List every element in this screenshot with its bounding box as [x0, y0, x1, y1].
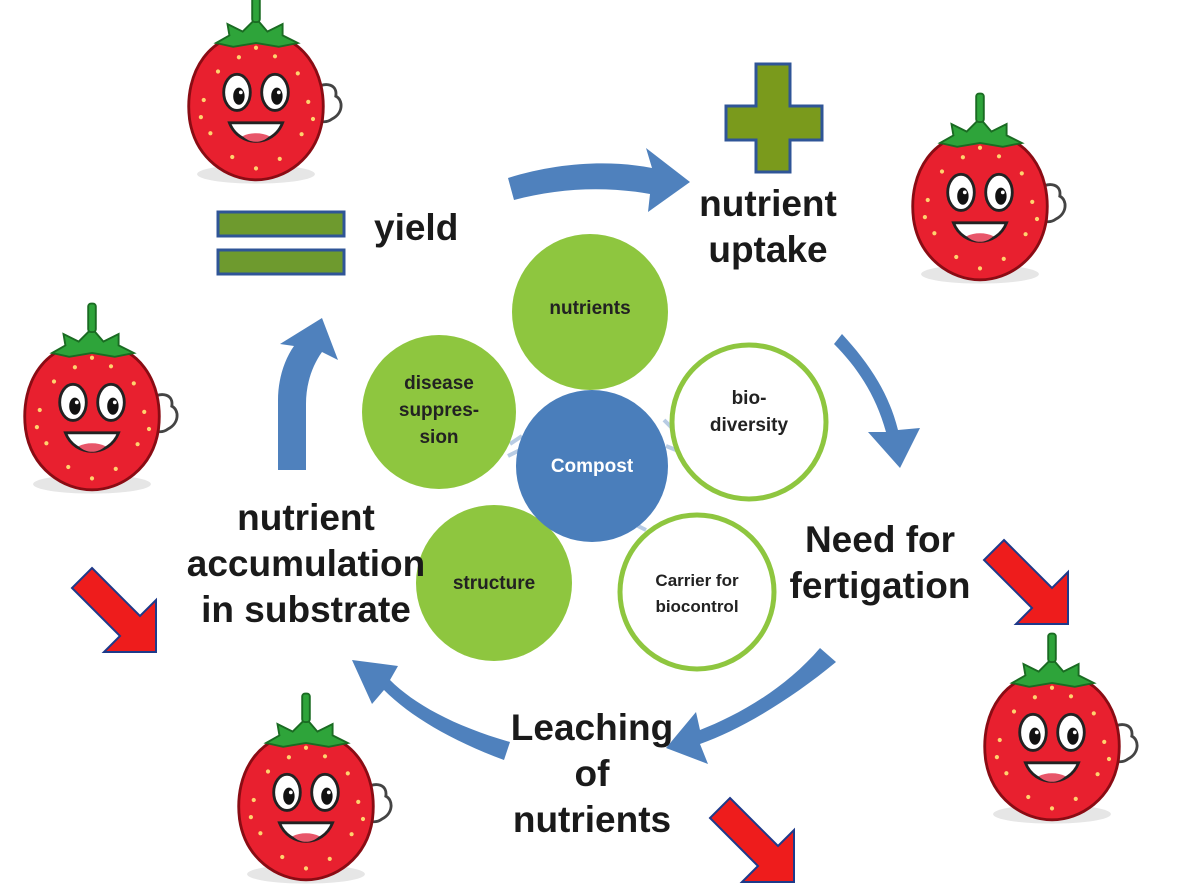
yield-label: yield: [374, 207, 458, 248]
red-down-arrow-icon: [983, 539, 1069, 625]
nutrients-circle: [512, 234, 668, 390]
strawberry-mascot: [23, 302, 179, 496]
compost-label: Compost: [551, 456, 634, 477]
strawberry-mascot: [187, 0, 343, 186]
cycle-arrow-yield-to-uptake: [508, 148, 690, 212]
cycle-arrow-fertigation-to-leaching: [666, 648, 836, 764]
equals-icon: [216, 210, 346, 276]
strawberry-mascot: [911, 92, 1067, 286]
red-down-arrow-icon: [709, 797, 795, 883]
plus-icon: [724, 62, 824, 174]
cycle-arrow-leaching-to-accumulation: [352, 660, 510, 760]
cycle-arrow-uptake-to-fertigation: [834, 334, 920, 468]
disease-suppression-circle: [362, 335, 516, 489]
biodiversity-label: bio-diversity: [710, 388, 789, 436]
nutrients-label: nutrients: [549, 298, 630, 319]
strawberry-mascot: [983, 632, 1139, 826]
structure-label: structure: [453, 573, 535, 594]
structure-circle: [416, 505, 572, 661]
red-down-arrow-icon: [71, 567, 157, 653]
biocontrol-circle: [617, 512, 777, 672]
strawberry-mascot: [237, 692, 393, 886]
biodiversity-circle: [669, 342, 829, 502]
cycle-arrow-accumulation-to-yield: [278, 318, 338, 470]
compost-center-circle: [516, 390, 668, 542]
